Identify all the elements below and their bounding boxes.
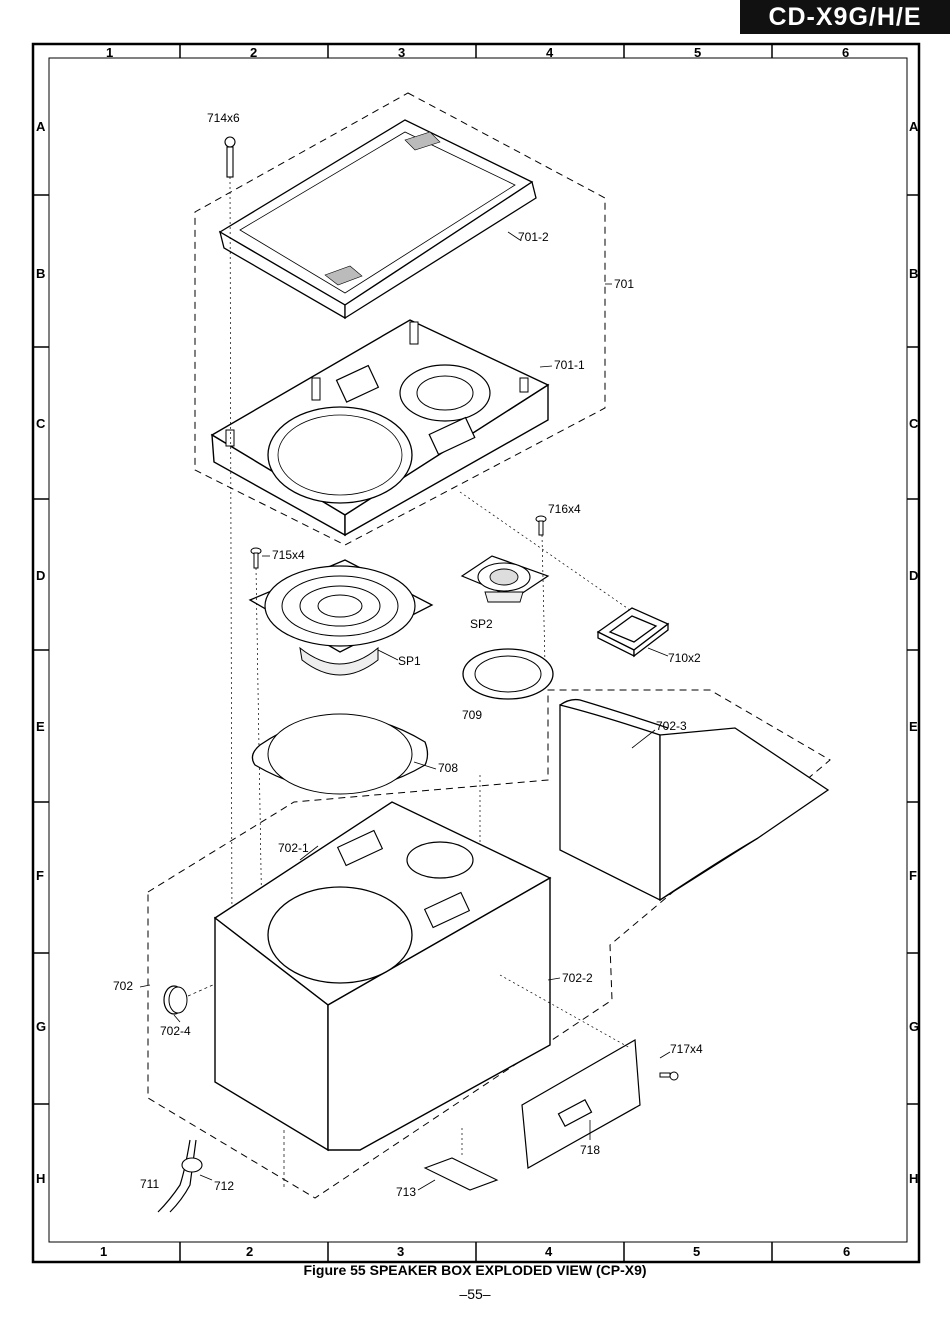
col-label-1-top: 1 [106,45,113,60]
woofer-sp1 [248,559,434,676]
label-716: 716x4 [548,502,581,516]
col-label-5-top: 5 [694,45,701,60]
label-715: 715x4 [272,548,305,562]
row-label-g-right: G [909,1019,919,1034]
label-708: 708 [438,761,458,775]
col-label-3-bottom: 3 [397,1244,404,1259]
col-label-5-bottom: 5 [693,1244,700,1259]
label-718: 718 [580,1143,600,1157]
col-label-6-top: 6 [842,45,849,60]
col-label-2-bottom: 2 [246,1244,253,1259]
row-label-b-left: B [36,266,45,281]
speaker-frame-701-1 [210,319,550,537]
side-grille-702-3 [559,698,830,902]
row-label-b-right: B [909,266,918,281]
col-label-6-bottom: 6 [843,1244,850,1259]
label-712: 712 [214,1179,234,1193]
label-701-1: 701-1 [554,358,585,372]
col-label-4-top: 4 [546,45,554,60]
foot-702-4 [163,985,188,1015]
label-701: 701 [614,277,634,291]
label-709: 709 [462,708,482,722]
row-label-g-left: G [36,1019,46,1034]
tweeter-sp2 [460,555,550,603]
col-label-3-top: 3 [398,45,405,60]
screw-716 [535,515,547,536]
row-label-e-left: E [36,719,45,734]
figure-caption: Figure 55 SPEAKER BOX EXPLODED VIEW (CP-… [303,1262,647,1278]
col-label-1-bottom: 1 [100,1244,107,1259]
col-label-2-top: 2 [250,45,257,60]
label-sp2: SP2 [470,617,493,631]
row-label-d-right: D [909,568,918,583]
col-label-4-bottom: 4 [545,1244,553,1259]
label-701-2: 701-2 [518,230,549,244]
grid-ticks [33,44,919,1262]
label-710: 710x2 [668,651,701,665]
gasket-710 [596,607,670,658]
row-label-e-right: E [909,719,918,734]
row-label-a-left: A [36,119,46,134]
row-label-c-right: C [909,416,919,431]
label-713: 713 [396,1185,416,1199]
label-sheet-713 [423,1157,499,1191]
cable-711 [157,1139,197,1213]
label-717: 717x4 [670,1042,703,1056]
label-702: 702 [113,979,133,993]
screw-714 [224,136,236,178]
page-number: –55– [459,1286,491,1302]
row-label-a-right: A [909,119,919,134]
label-702-3: 702-3 [656,719,687,733]
row-label-c-left: C [36,416,46,431]
gasket-709 [462,648,554,700]
screw-715 [250,547,262,569]
row-label-f-left: F [36,868,44,883]
label-702-2: 702-2 [562,971,593,985]
front-grille-701-2 [218,119,537,320]
gasket-708 [251,713,429,795]
model-tag: CD-X9G/H/E [740,0,950,34]
group-outline-701 [194,92,606,546]
label-702-1: 702-1 [278,841,309,855]
terminal-plate-718 [521,1039,641,1169]
row-label-h-left: H [36,1171,45,1186]
label-714: 714x6 [207,111,240,125]
row-label-d-left: D [36,568,45,583]
label-711: 711 [140,1177,159,1191]
leader-lines [139,231,671,1191]
label-sp1: SP1 [398,654,421,668]
speaker-box-702 [213,801,552,1152]
row-label-f-right: F [909,868,917,883]
row-label-h-right: H [909,1171,918,1186]
group-outline-702 [147,689,831,1199]
bushing-712 [181,1157,203,1173]
label-702-4: 702-4 [160,1024,191,1038]
screw-717 [659,1071,679,1081]
